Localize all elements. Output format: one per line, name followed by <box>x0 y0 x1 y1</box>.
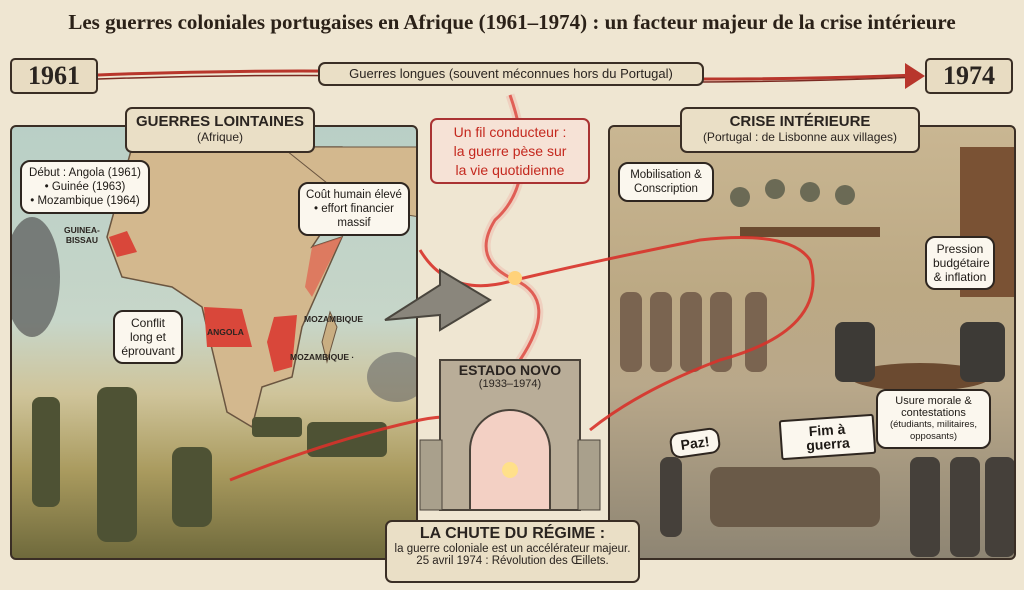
label-angola: ANGOLA <box>207 327 244 337</box>
arch-illustration <box>419 359 601 511</box>
bubble-usure: Usure morale &contestations(étudiants, m… <box>876 389 991 449</box>
left-panel-heading: GUERRES LOINTAINES(Afrique) <box>125 107 315 153</box>
label-guinea: GUINEA-BISSAU <box>64 225 100 245</box>
label-mozambique: MOZAMBIQUE <box>304 314 364 324</box>
year-end: 1974 <box>925 58 1013 94</box>
right-panel-heading: CRISE INTÉRIEURE(Portugal : de Lisbonne … <box>680 107 920 153</box>
crisis-illustration <box>620 147 1014 557</box>
year-start: 1961 <box>10 58 98 94</box>
regime-fall-box: LA CHUTE DU RÉGIME : la guerre coloniale… <box>385 520 640 583</box>
timeline-label: Guerres longues (souvent méconnues hors … <box>318 62 704 86</box>
africa-map <box>12 146 416 542</box>
page-title: Les guerres coloniales portugaises en Af… <box>68 10 956 34</box>
label-mozambique-2: MOZAMBIQUE · <box>290 352 355 362</box>
bubble-mobilisation: Mobilisation &Conscription <box>618 162 714 202</box>
arch-inscription: ESTADO NOVO (1933–1974) <box>458 362 562 390</box>
arrow-icon <box>384 268 492 332</box>
bubble-debut: Début : Angola (1961)• Guinée (1963)• Mo… <box>20 160 150 214</box>
